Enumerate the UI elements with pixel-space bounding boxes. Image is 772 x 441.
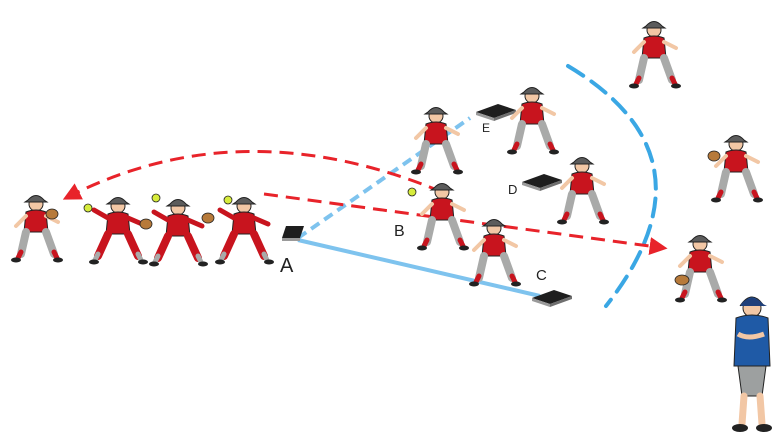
outfielder-right-icon (708, 136, 763, 203)
coach-icon (732, 297, 772, 432)
fielder-e-right-icon (507, 88, 559, 155)
throw-arrow-back (66, 151, 442, 198)
label-b: B (394, 223, 405, 240)
base-c-icon (532, 290, 572, 307)
thrower-3-icon (215, 196, 274, 265)
base-e-icon (476, 104, 516, 121)
label-d: D (508, 182, 517, 197)
outfielder-top-icon (629, 22, 681, 89)
receiver-icon (675, 236, 727, 303)
fielder-b-icon (408, 184, 469, 251)
runner-icon (469, 220, 521, 287)
label-c: C (536, 267, 547, 284)
label-e: E (482, 121, 490, 135)
fielder-d-icon (557, 158, 609, 225)
thrower-2-icon (149, 194, 214, 267)
fielder-e-left-icon (411, 108, 463, 175)
thrower-1-icon (84, 198, 152, 265)
label-a: A (280, 255, 294, 277)
base-d-icon (522, 174, 562, 191)
catcher-player-icon (11, 196, 63, 263)
